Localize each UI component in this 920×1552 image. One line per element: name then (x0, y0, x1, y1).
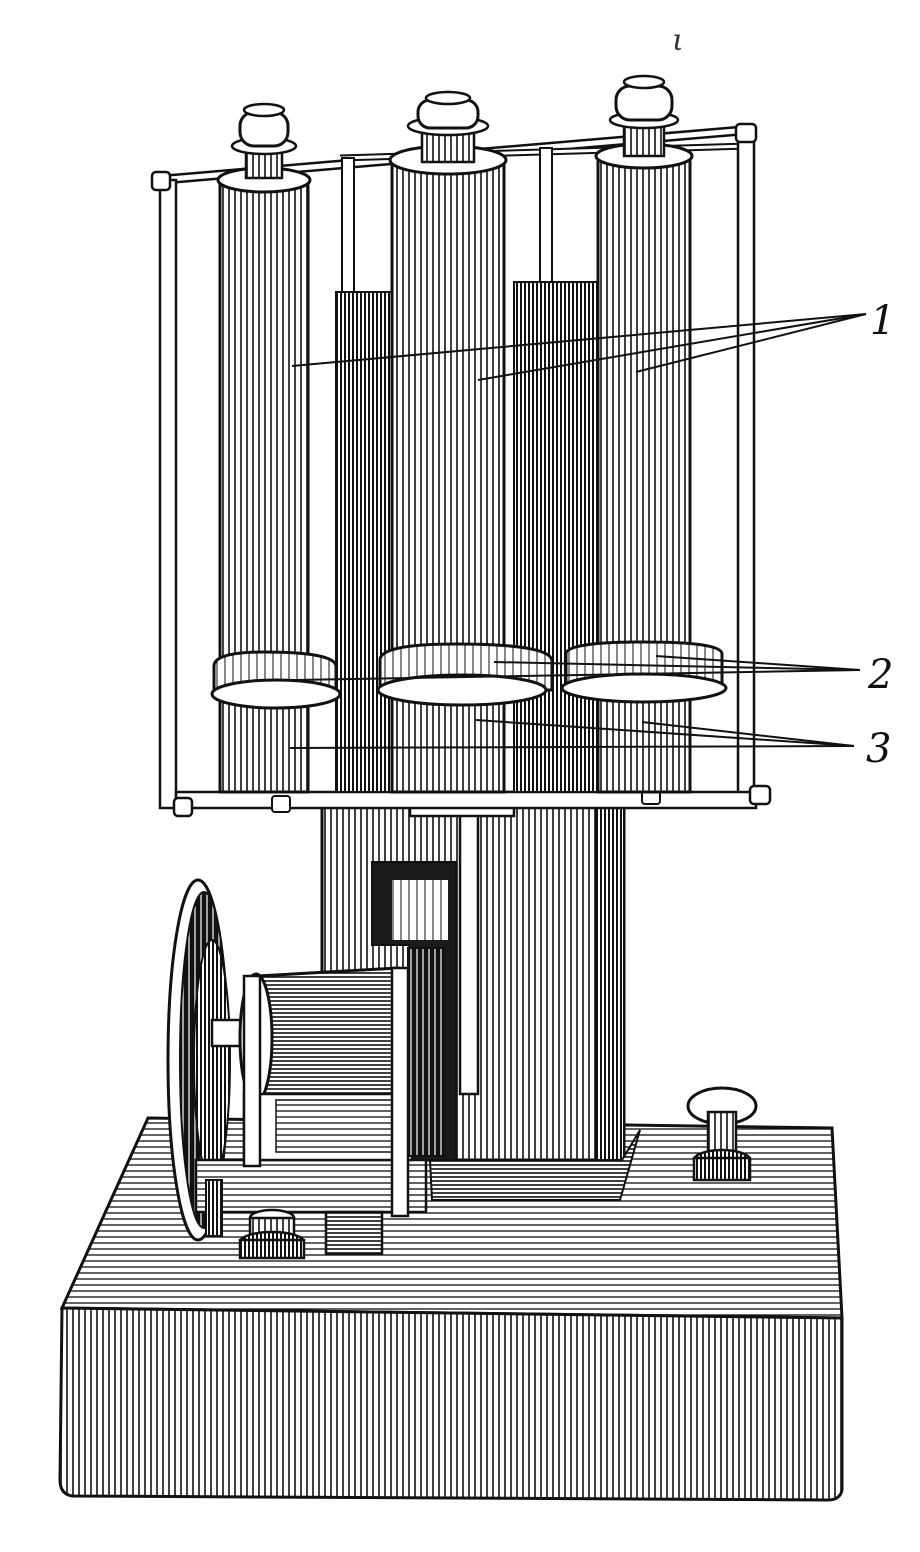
leyden-jar-left (210, 102, 342, 794)
hand-wheel (166, 878, 428, 1242)
stray-mark: ι (672, 23, 684, 58)
terminal-block (324, 1210, 384, 1256)
leader-lines-3 (289, 719, 855, 749)
callout-3-label: 3 (866, 726, 891, 772)
callout-1-label: 1 (870, 298, 895, 344)
adjustment-knob-left (238, 1208, 306, 1260)
leyden-jar-right (560, 74, 728, 794)
leader-lines-1 (291, 313, 867, 381)
pulley-drum (238, 947, 445, 1218)
callout-2-label: 2 (867, 652, 893, 698)
terminal-knob-right (686, 1086, 758, 1182)
leader-lines-2 (293, 655, 861, 681)
leyden-jar-center (376, 90, 554, 794)
